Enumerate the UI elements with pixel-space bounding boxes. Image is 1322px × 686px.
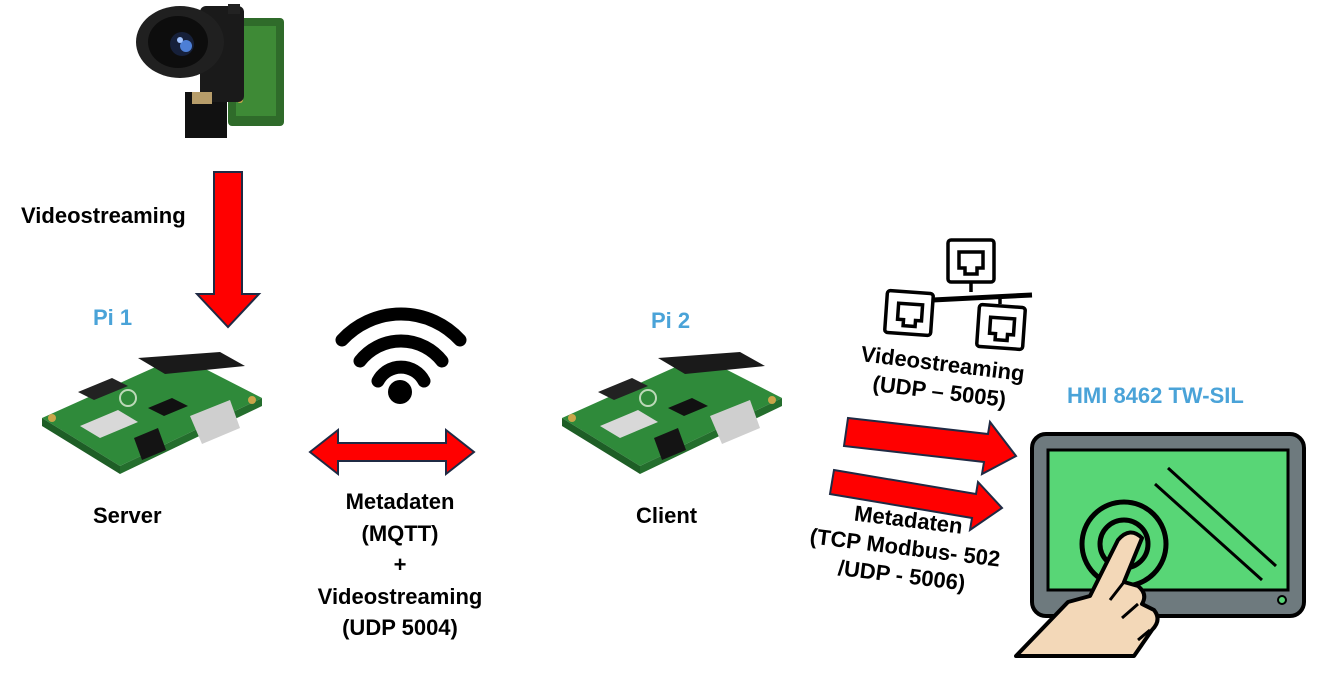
raspberry-pi-board-client — [562, 352, 782, 474]
server-role-label: Server — [93, 503, 162, 528]
link-line-4: Videostreaming — [317, 583, 483, 609]
link-line-3: + — [393, 552, 407, 577]
server-pi-label: Pi 1 — [93, 305, 133, 330]
hmi-title: HMI 8462 TW-SIL — [1067, 383, 1244, 408]
camera-module-image — [136, 4, 284, 138]
wifi-icon — [335, 307, 467, 388]
link-line-1: Metadaten — [345, 489, 455, 514]
link-protocol-label: Metadaten (MQTT) + Videostreaming (UDP 5… — [300, 486, 500, 644]
camera-stream-label: Videostreaming — [21, 203, 186, 228]
client-pi-label: Pi 2 — [651, 308, 691, 333]
client-role-label: Client — [636, 503, 698, 528]
double-arrow-server-client — [308, 427, 476, 477]
arrow-client-to-hmi-video — [842, 416, 1018, 476]
link-line-5: (UDP 5004) — [342, 615, 458, 640]
arrow-camera-to-server — [194, 171, 262, 329]
link-line-2: (MQTT) — [361, 520, 439, 546]
network-ethernet-icon — [883, 238, 1033, 352]
arrow-client-to-hmi-metadata — [828, 468, 1004, 533]
raspberry-pi-board-server — [42, 352, 262, 474]
touchscreen-hand-icon — [1014, 432, 1306, 658]
